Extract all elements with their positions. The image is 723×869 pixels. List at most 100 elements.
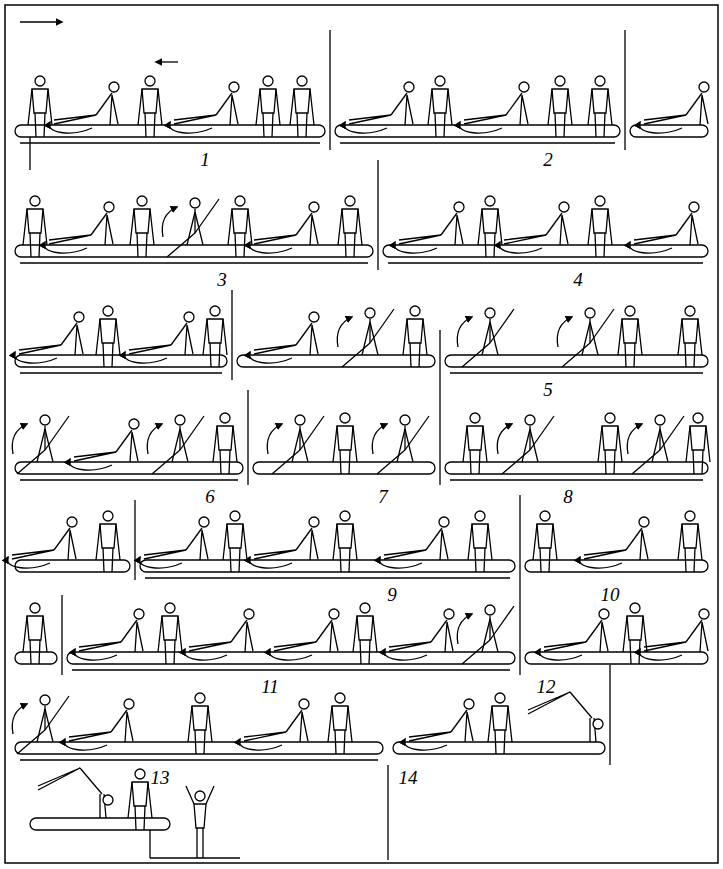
gymnast-figure [213,413,237,474]
callout-slot: 5 [528,380,568,400]
gymnast-figure [404,699,474,750]
gymnast-figure [203,306,227,367]
gymnast-figure [124,312,194,363]
phase-divider [624,30,625,150]
gymnast-figure [344,82,414,133]
gymnast-figure [428,76,452,137]
gymnast-figure [23,603,47,664]
pommel-horse [383,245,708,257]
gymnast-figure [457,605,514,664]
gymnast-figure [678,511,702,572]
callout-slot: 14 [388,768,428,788]
gymnast-figure [337,308,394,367]
callout-number: 2 [541,149,555,170]
gymnast-figure [228,196,252,257]
horse-base [20,479,238,480]
direction-arrow [20,21,62,22]
gymnast-figure [188,693,212,754]
gymnast-figure [588,196,612,257]
gymnast-figure [548,76,572,137]
gymnast-figure [557,308,614,367]
callout-number: 8 [561,486,575,507]
callout-number: 9 [385,584,399,605]
callout-number: 3 [215,269,229,290]
gymnast-figure [269,609,339,660]
gymnast-figure [239,699,309,750]
gymnast-figure [130,196,154,257]
gymnast-figure [249,312,319,363]
gymnast-figure [463,413,487,474]
gymnast-figure [162,198,219,257]
gymnast-figures [7,76,710,858]
pommel-horse [393,742,605,754]
gymnast-figure [28,76,52,137]
callout-slot: 1 [185,150,225,170]
gymnast-figure [12,695,69,754]
phase-divider [134,500,135,580]
pommel-horse [630,125,708,137]
pommel-horse [67,652,515,664]
gymnast-figure [686,413,710,474]
pommel-horse [525,652,708,664]
callout-slot: 12 [526,677,566,697]
gymnast-figure [96,306,120,367]
gymnast-figure [249,517,319,568]
gymnast-figure [533,511,557,572]
horse-base [20,262,368,263]
phase-divider [519,495,520,675]
gymnast-figure [627,415,684,474]
frame [5,5,718,863]
gymnast-figure [158,603,182,664]
phase-divider [387,765,388,860]
gymnast-figure [23,196,47,257]
gymnast-figure [7,517,77,568]
horse-base [450,479,703,480]
callout-number: 4 [571,269,585,290]
phase-divider [247,390,248,485]
gymnast-figure [497,415,554,474]
gymnast-figure [629,202,699,253]
gymnast-figure [588,76,612,137]
gymnast-figure [138,76,162,137]
gymnast-figure [184,609,254,660]
gymnast-figure [639,82,709,133]
callout-slot: 10 [590,585,630,605]
pommel-horse [445,355,708,367]
pommel-horse [15,652,57,664]
gymnast-figure [249,202,319,253]
gymnast-figure [139,517,209,568]
callout-slot: 11 [250,677,290,697]
phase-divider [377,160,378,270]
pommel-horses [15,125,708,858]
phase-divider [439,330,440,485]
direction-arrows [20,22,178,62]
gymnast-figure [147,415,204,474]
gymnast-figure [618,306,642,367]
pommel-horse [525,560,708,572]
horse-stand [29,137,30,170]
gymnast-figure [333,413,357,474]
gymnast-figure [598,413,622,474]
gymnast-figure [14,312,84,363]
pommel-horse [140,560,515,572]
gymnast-figure [328,693,352,754]
gymnast-figure [333,511,357,572]
gymnast-figure [44,202,114,253]
callout-number: 6 [203,486,217,507]
phase-divider [61,595,62,675]
phase-dividers [62,30,625,860]
horse-base [20,372,222,373]
callout-slot: 3 [202,270,242,290]
callout-number: 7 [376,486,390,507]
gymnast-figure [623,603,647,664]
gymnast-figure [12,415,69,474]
horse-stand [149,830,150,858]
callout-number: 12 [535,676,558,697]
gymnast-figure [290,76,314,137]
horse-base [72,669,510,670]
gymnast-figure [394,202,464,253]
horse-base [145,577,510,578]
callout-slot: 7 [363,487,403,507]
gymnast-figure [74,609,144,660]
